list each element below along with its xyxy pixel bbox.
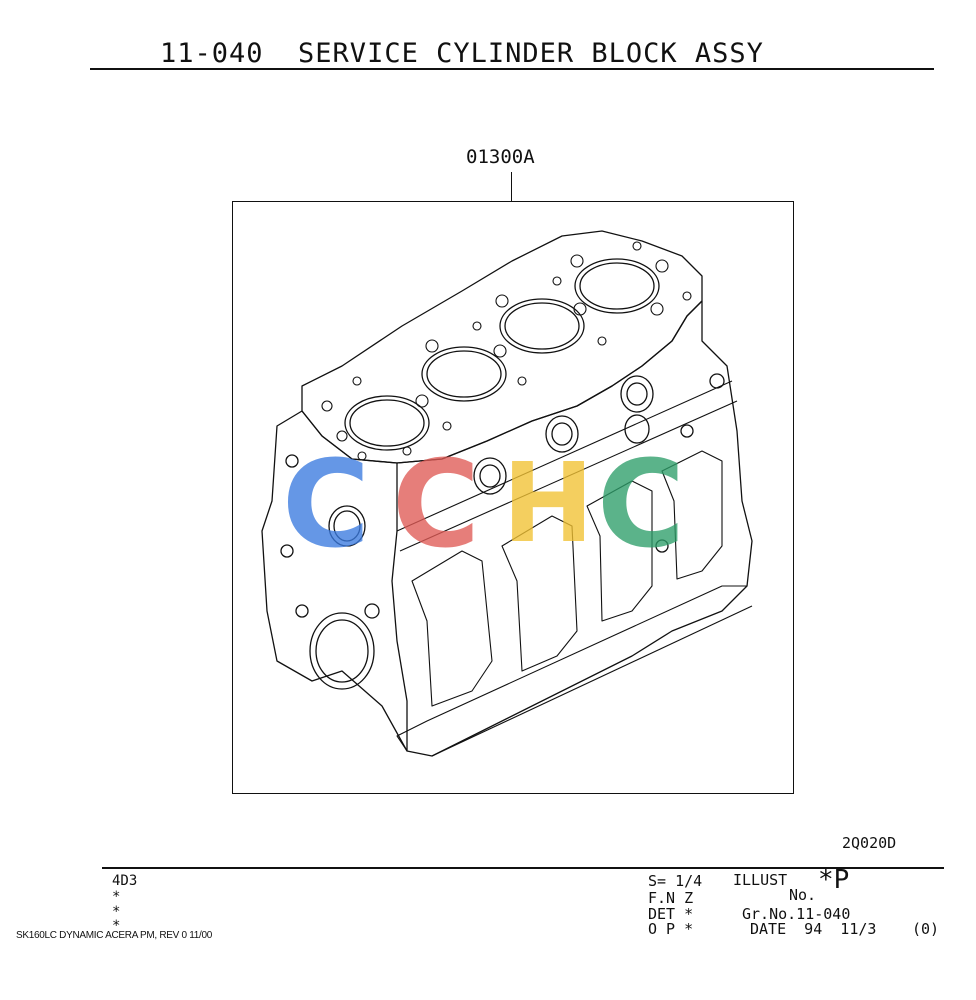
footer-marker: * xyxy=(112,889,121,905)
callout-leader-line xyxy=(511,172,512,202)
fnz-label: F.N Z xyxy=(648,889,694,907)
illust-number: *P xyxy=(818,865,850,895)
scale-label: S= 1/4 xyxy=(648,872,703,890)
cylinder-bore xyxy=(579,262,655,310)
crank-bore xyxy=(315,619,369,683)
dowel-hole xyxy=(295,604,309,618)
model-code: 4D3 xyxy=(112,873,138,889)
title-underline xyxy=(90,68,934,70)
oil-pan-flange xyxy=(431,605,753,757)
illust-no-label: No. xyxy=(789,886,817,904)
side-boss xyxy=(655,539,669,553)
det-label: DET * xyxy=(648,905,694,923)
crankcase-webs xyxy=(396,380,738,707)
cylinder-block-drawing: C C H C xyxy=(261,230,753,757)
document-reference: SK160LC DYNAMIC ACERA PM, REV 0 11/00 xyxy=(16,930,213,941)
op-label: O P * xyxy=(648,920,694,938)
front-seal-bore xyxy=(333,510,361,542)
deck-holes xyxy=(321,241,692,461)
crank-bore xyxy=(309,612,375,690)
watermark-letter: H xyxy=(502,439,594,567)
block-top-deck xyxy=(301,230,703,464)
group-number: Gr.No.11-040 xyxy=(742,905,851,923)
dowel-hole xyxy=(364,603,380,619)
cylinder-bore xyxy=(421,346,507,402)
issue-date: DATE 94 11/3 xyxy=(750,920,877,938)
cylinder-bore xyxy=(499,298,585,354)
cylinder-bore xyxy=(504,302,580,350)
illust-label: ILLUST xyxy=(733,871,788,889)
cylinder-bore xyxy=(426,350,502,398)
side-boss xyxy=(473,457,507,495)
cylinder-bore xyxy=(344,395,430,451)
illustration-ref-code: 2Q020D xyxy=(842,834,897,852)
page-title: 11-040 SERVICE CYLINDER BLOCK ASSY xyxy=(160,38,764,69)
watermark-letter: C xyxy=(597,436,685,575)
block-side-edge xyxy=(396,300,703,464)
side-boss xyxy=(545,415,579,453)
dowel-hole xyxy=(280,544,294,558)
side-boss xyxy=(479,464,501,488)
part-number-callout[interactable]: 01300A xyxy=(466,146,535,168)
side-boss xyxy=(551,422,573,446)
side-boss xyxy=(624,414,650,444)
oil-pan-flange xyxy=(396,585,747,752)
front-seal-bore xyxy=(328,505,366,547)
illustration-frame xyxy=(232,201,794,794)
footer-marker: * xyxy=(112,904,121,920)
side-boss xyxy=(709,373,725,389)
side-boss xyxy=(620,375,654,413)
footer-rule xyxy=(102,867,944,869)
cylinder-bore xyxy=(574,258,660,314)
footer-marker: * xyxy=(112,918,121,934)
dowel-hole xyxy=(285,454,299,468)
block-body xyxy=(261,301,753,757)
watermark-letter: C xyxy=(392,436,480,575)
watermark-letter: C xyxy=(282,436,370,575)
cylinder-bore xyxy=(349,399,425,447)
revision-number: (0) xyxy=(912,920,940,938)
side-boss xyxy=(626,382,648,406)
side-boss xyxy=(680,424,694,438)
